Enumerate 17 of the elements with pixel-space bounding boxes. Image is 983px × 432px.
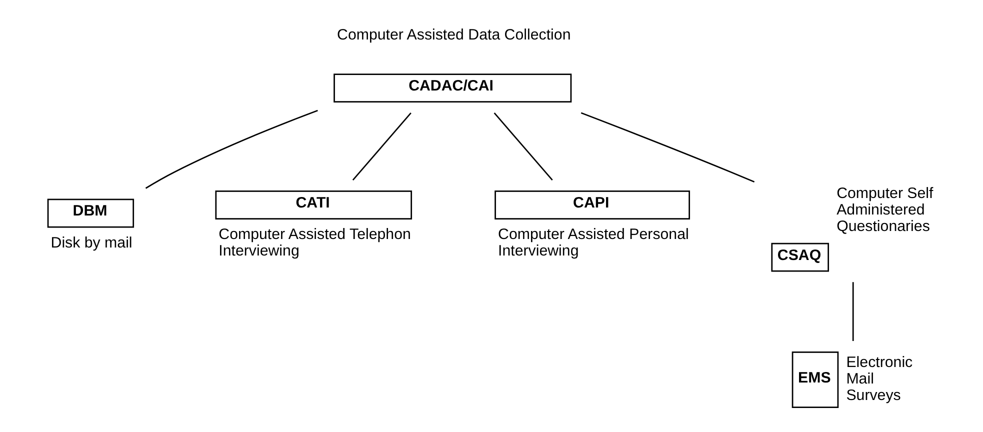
node-box: CATI — [215, 190, 412, 220]
node-label: Computer Assisted Telephon Interviewing — [218, 226, 411, 260]
node-label: Computer Self Administered Questionaries — [836, 184, 934, 235]
node-label: Disk by mail — [50, 234, 132, 252]
node-box: CAPI — [494, 190, 690, 220]
connector — [494, 112, 553, 181]
node-box: CADAC/CAI — [334, 74, 572, 102]
node-box: EMS — [792, 352, 839, 408]
node-label: Computer Assisted Personal Interviewing — [498, 226, 689, 260]
connector — [580, 112, 755, 183]
node-label: Electronic Mail Surveys — [846, 354, 913, 404]
node-box: DBM — [47, 198, 134, 228]
connector — [852, 282, 854, 341]
node-label: Computer Assisted Data Collection — [337, 26, 571, 44]
connector — [352, 112, 412, 181]
connector — [145, 110, 318, 189]
node-box: CSAQ — [771, 242, 830, 272]
